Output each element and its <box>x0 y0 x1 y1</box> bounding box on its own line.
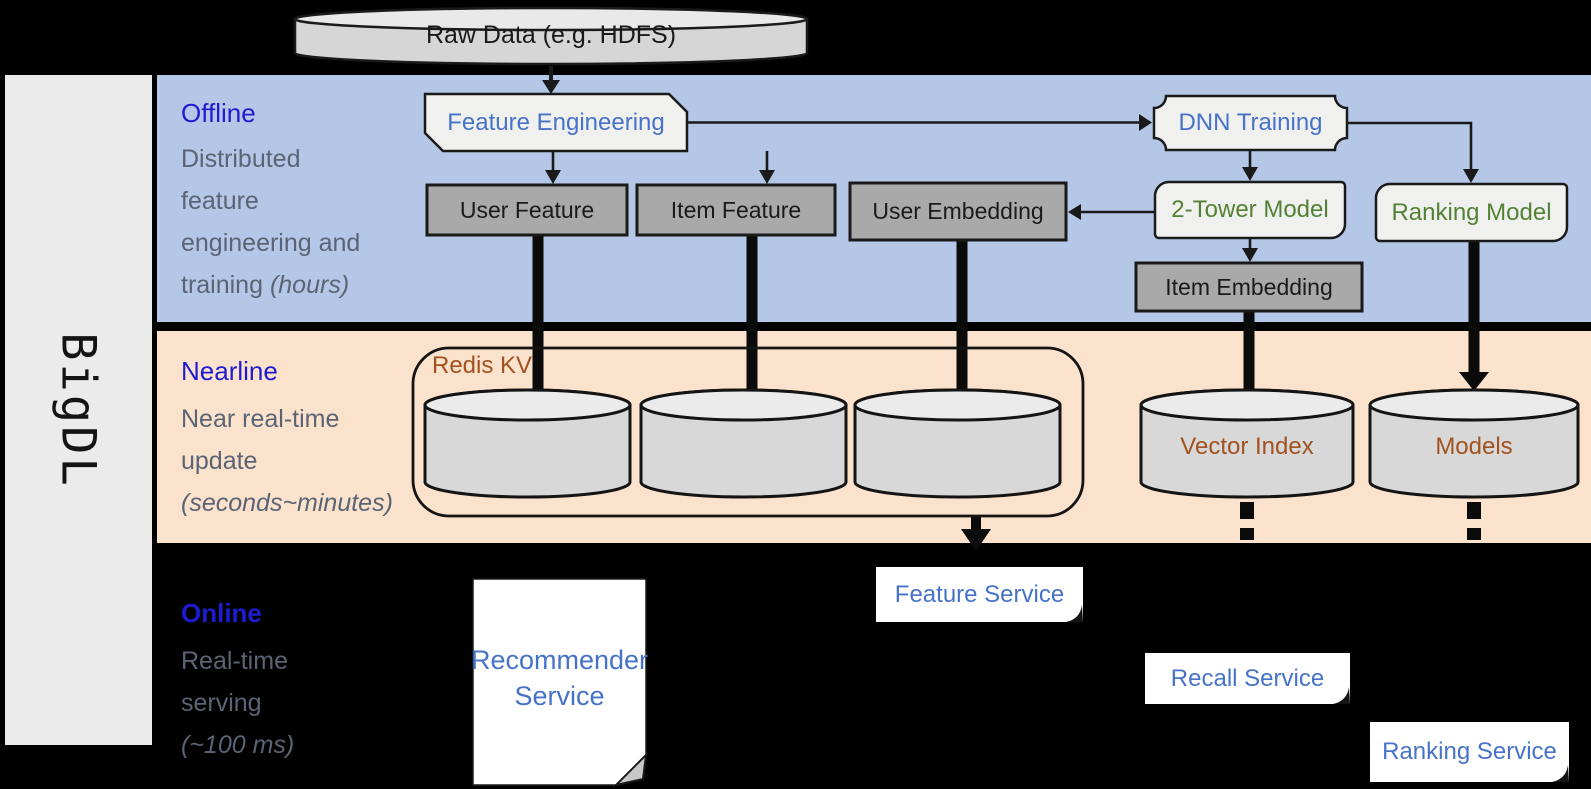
feature-engineering-shape <box>423 92 689 153</box>
vector-index-cylinder <box>1139 388 1355 499</box>
nearline-band-title: Nearline <box>181 356 278 386</box>
feature-service-card <box>876 567 1083 622</box>
models-cylinder <box>1368 388 1580 499</box>
ranking-service-card <box>1370 722 1569 782</box>
redis-kv-container <box>411 346 1085 518</box>
user-embedding-box <box>848 181 1068 242</box>
service-cards <box>876 567 1569 782</box>
sidebar: BigDL <box>5 75 152 745</box>
item-feature-box <box>635 183 837 237</box>
raw-data-cylinder <box>293 6 809 66</box>
nearline-band-description: Near real-time update (seconds~minutes) <box>181 405 393 517</box>
redis-kv-label: Redis KV <box>432 352 533 379</box>
two-tower-model-shape <box>1153 180 1347 240</box>
online-band-description: Real-time serving (~100 ms) <box>181 647 295 759</box>
storage-cylinders <box>423 388 1580 499</box>
offline-band-description: Distributed feature engineering and trai… <box>181 145 361 299</box>
online-band-title: Online <box>181 598 262 628</box>
recall-service-card <box>1145 653 1350 704</box>
redis-cylinder-1 <box>423 388 632 499</box>
dnn-training-shape <box>1152 94 1349 152</box>
feature-boxes <box>425 181 1364 313</box>
user-feature-box <box>425 183 629 237</box>
redis-cylinder-2 <box>639 388 848 499</box>
thick-connectors <box>523 235 1489 551</box>
redis-cylinder-3 <box>853 388 1062 499</box>
thin-connectors <box>549 66 1473 250</box>
item-embedding-box <box>1134 261 1364 313</box>
ranking-model-shape <box>1374 182 1569 243</box>
recommender-service-doc <box>472 578 648 787</box>
offline-band-title: Offline <box>181 98 256 128</box>
thin-arrowheads <box>542 80 1479 262</box>
